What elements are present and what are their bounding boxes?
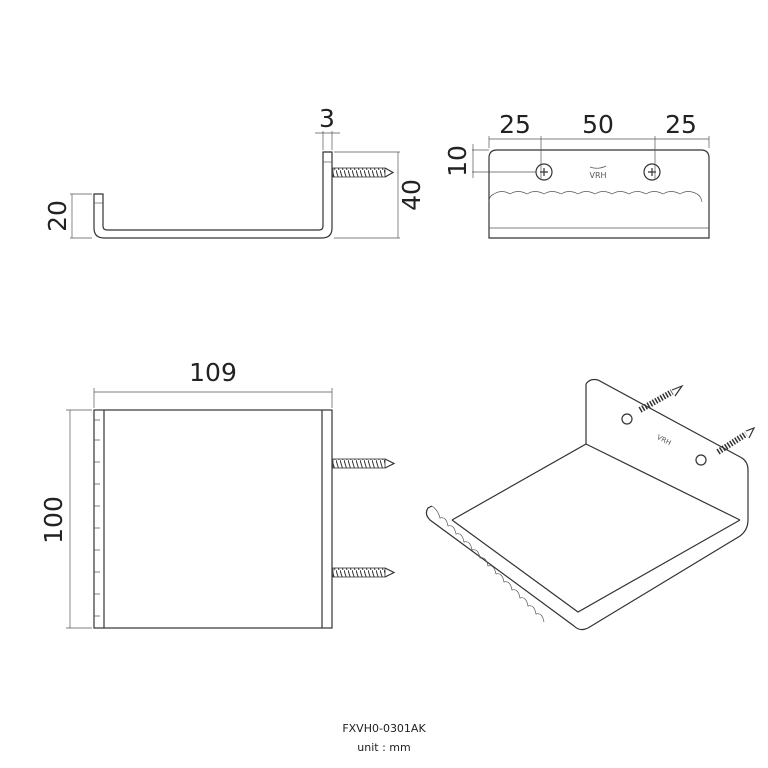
- screw-hole-icon: [621, 413, 633, 425]
- front-view: VRH 25 50 25 10: [443, 110, 710, 239]
- side-view: 3 20 40: [43, 104, 426, 239]
- top-view: 109 100: [39, 358, 396, 629]
- logo: VRH: [589, 171, 606, 180]
- screw-icon: [638, 384, 684, 413]
- screw-icon: [332, 167, 395, 178]
- unit-label: unit : mm: [357, 741, 411, 754]
- edge-dimension-right: 25: [665, 110, 697, 139]
- model-number: FXVH0-0301AK: [342, 722, 426, 735]
- front-lip-dimension: 20: [43, 200, 72, 232]
- bracket-profile: [93, 151, 333, 239]
- hole-height-dimension: 10: [443, 145, 472, 177]
- screw-hole-icon: [695, 454, 707, 466]
- thickness-dimension: 3: [319, 104, 335, 133]
- screw-icon: [716, 426, 756, 455]
- edge-dimension-left: 25: [499, 110, 531, 139]
- screw-hole-icon: [535, 163, 553, 181]
- width-dimension: 109: [189, 358, 237, 387]
- back-height-dimension: 40: [397, 179, 426, 211]
- screw-icon: [332, 458, 396, 469]
- iso-logo: VRH: [655, 433, 672, 447]
- screw-icon: [332, 567, 396, 578]
- hole-spacing-dimension: 50: [582, 110, 614, 139]
- isometric-view: VRH: [425, 378, 756, 631]
- depth-dimension: 100: [39, 496, 68, 544]
- screw-hole-icon: [643, 163, 661, 181]
